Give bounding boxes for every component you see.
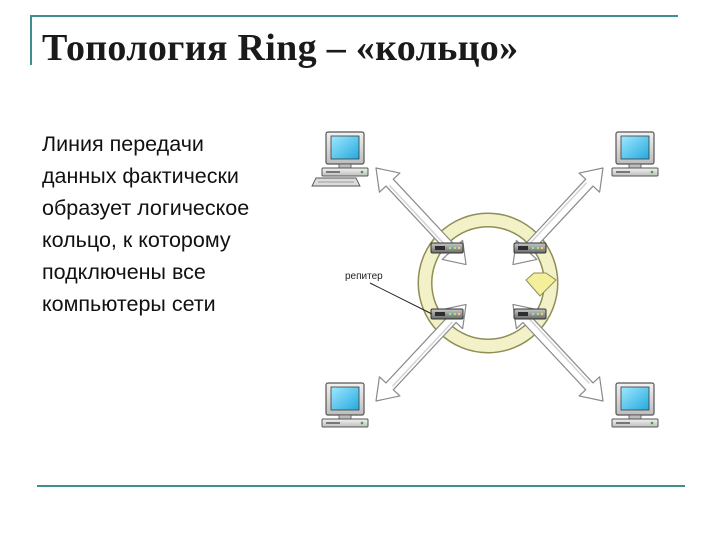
description-line: образует логическое bbox=[42, 196, 250, 220]
description-text: Линия передачи данных фактически образуе… bbox=[42, 128, 312, 320]
description-line: компьютеры сети bbox=[42, 292, 216, 316]
ring-direction-arrow bbox=[525, 272, 557, 297]
computer-bottom-right bbox=[611, 382, 659, 428]
repeater-bottom-right bbox=[513, 308, 547, 320]
repeater-label-leader bbox=[369, 282, 433, 315]
description-line: данных фактически bbox=[42, 164, 239, 188]
computer-bottom-left bbox=[321, 382, 369, 428]
top-rule-horizontal bbox=[30, 15, 678, 17]
repeater-label: репитер bbox=[345, 271, 383, 282]
slide-title: Топология Ring – «кольцо» bbox=[42, 27, 519, 69]
computer-top-right bbox=[611, 131, 659, 177]
repeater-bottom-left bbox=[430, 308, 464, 320]
keyboard-top-left bbox=[311, 177, 361, 187]
description-line: кольцо, к которому bbox=[42, 228, 231, 252]
repeater-top-left bbox=[430, 242, 464, 254]
description-line: подключены все bbox=[42, 260, 206, 284]
repeater-top-right bbox=[513, 242, 547, 254]
connection-arrow-top-left bbox=[365, 157, 478, 275]
description-line: Линия передачи bbox=[42, 132, 204, 156]
bottom-rule bbox=[37, 485, 685, 487]
top-rule-vertical bbox=[30, 15, 32, 65]
connection-arrow-top-right bbox=[501, 157, 614, 275]
computer-top-left bbox=[321, 131, 369, 177]
